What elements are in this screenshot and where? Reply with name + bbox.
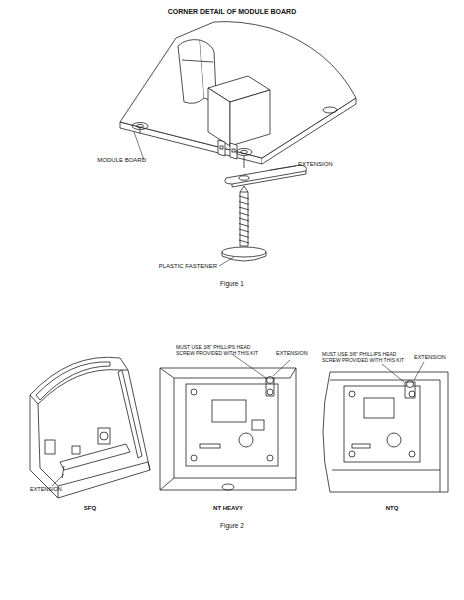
screw-thread [239,202,249,205]
figure-caption: Figure 2 [220,522,244,529]
screw-thread [239,196,249,199]
part-label: EXTENSION [414,354,446,360]
model-name: SFQ [84,505,96,512]
part-label: PLASTIC FASTENER [159,263,217,270]
model-name: NTQ [386,505,399,512]
nt-heavy-housing [160,354,296,490]
part-label: EXTENSION [276,350,308,356]
note-text: MUST USE 3/8" PHILLIPS HEAD SCREW PROVID… [176,345,266,356]
figure-title: CORNER DETAIL OF MODULE BOARD [168,8,296,16]
module-board-figure [120,22,356,266]
note-text: MUST USE 3/8" PHILLIPS HEAD SCREW PROVID… [322,352,412,363]
screw-thread [239,235,249,238]
screw-thread [239,218,249,221]
part-label: EXTENSION [30,486,62,492]
screw-thread [239,240,249,243]
screw-thread [239,224,249,227]
part-label: EXTENSION [298,161,333,168]
model-name: NT HEAVY [213,505,243,512]
ntq-housing [323,362,448,492]
sfq-housing [30,357,150,498]
screw-thread [239,213,249,216]
part-label: MODULE BOARD [97,157,146,164]
screw-thread [239,229,249,232]
figure-caption: Figure 1 [220,280,244,287]
screw-thread [239,207,249,210]
